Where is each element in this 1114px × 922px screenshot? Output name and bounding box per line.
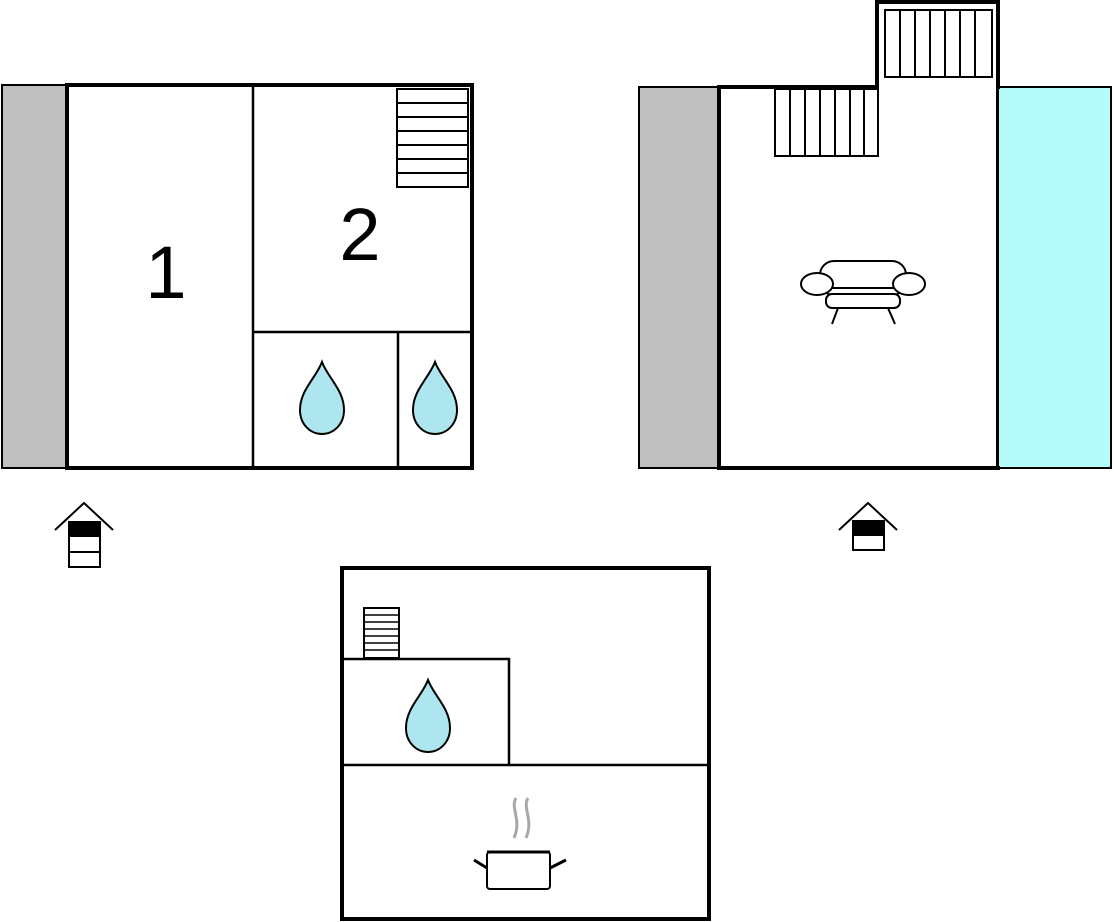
water-drop-icon <box>411 359 459 436</box>
room-label-1: 1 <box>145 231 186 314</box>
entrance-icon <box>54 501 114 568</box>
staircase-icon <box>363 607 400 659</box>
pool <box>999 89 1003 466</box>
water-drop-icon <box>298 359 346 436</box>
pool <box>997 86 1112 469</box>
room-label-2: 2 <box>339 193 380 276</box>
upper-floor <box>638 0 1112 551</box>
entrance-icon <box>838 501 898 551</box>
basement-floor <box>340 566 711 921</box>
cooking-pot-icon <box>473 797 567 890</box>
terrace <box>638 86 720 469</box>
armchair-icon <box>800 260 926 325</box>
ground-floor: 1 2 <box>1 83 474 568</box>
water-drop-icon <box>404 677 452 754</box>
staircase-icon <box>774 88 879 157</box>
staircase-icon <box>884 9 993 78</box>
staircase-icon <box>396 88 469 188</box>
terrace <box>1 84 67 469</box>
